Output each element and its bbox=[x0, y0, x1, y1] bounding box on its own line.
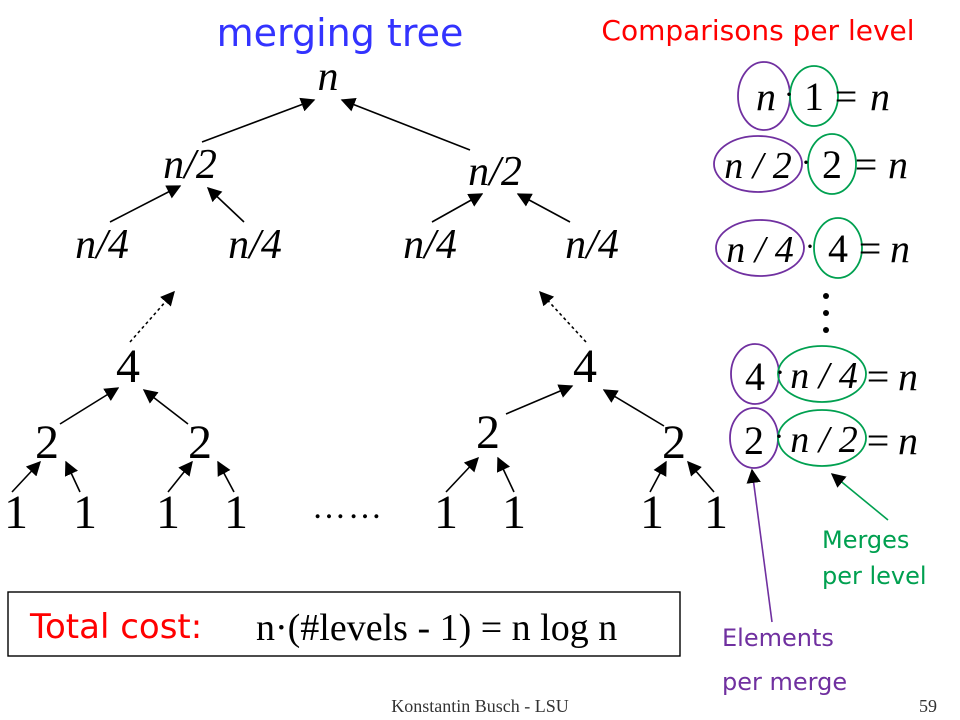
total-cost-formula: n·(#levels - 1) = n log n bbox=[256, 607, 617, 649]
tree-leaf-7: 1 bbox=[640, 486, 664, 539]
row3-elements: n / 4 bbox=[726, 229, 794, 271]
edge-dotted-right bbox=[539, 290, 587, 343]
slide-title: merging tree bbox=[217, 11, 464, 55]
edge-q4-to-half-right bbox=[516, 193, 571, 223]
tree-node-two-3: 2 bbox=[476, 406, 500, 459]
edge-leaf7-to-two4 bbox=[649, 460, 667, 493]
edge-leaf6-to-two3 bbox=[497, 456, 515, 493]
tree-leaf-3: 1 bbox=[156, 486, 180, 539]
merges-ellipse-row3 bbox=[813, 217, 863, 279]
tree-node-n-quarter-3: n/4 bbox=[403, 222, 457, 268]
tree-edges bbox=[11, 97, 715, 493]
row4-dot: · bbox=[775, 356, 785, 389]
edge-two3-to-four-right bbox=[505, 384, 574, 415]
edge-leaf1-to-two1 bbox=[11, 460, 41, 493]
edge-two2-to-four-left bbox=[142, 389, 189, 425]
vdot-3 bbox=[823, 327, 829, 333]
row2-result: n bbox=[888, 142, 908, 187]
tree-node-four-right: 4 bbox=[573, 340, 597, 393]
total-cost-box bbox=[7, 591, 681, 657]
tree-node-n-half-right: n/2 bbox=[468, 149, 522, 195]
total-cost-label: Total cost: bbox=[29, 607, 202, 647]
elements-per-merge-arrow bbox=[746, 468, 773, 623]
merges-ellipse-row2 bbox=[807, 133, 857, 195]
vdot-2 bbox=[823, 310, 829, 316]
edge-left-to-root bbox=[201, 97, 316, 143]
merges-ellipse-row5 bbox=[777, 409, 867, 467]
merges-ellipse-row1 bbox=[789, 65, 839, 127]
merges-per-level-label-line2: per level bbox=[822, 562, 927, 590]
tree-node-n-quarter-2: n/4 bbox=[228, 222, 282, 268]
row4-result: n bbox=[898, 354, 918, 399]
tree-leaf-8: 1 bbox=[704, 486, 728, 539]
comparisons-column: n · 1 = n n / 2 · 2 = n n / 4 · 4 = n 4 … bbox=[713, 61, 918, 469]
row4-equals: = bbox=[867, 354, 890, 399]
merges-ellipse-row4 bbox=[777, 345, 867, 403]
row4-elements: 4 bbox=[745, 354, 765, 399]
tree-node-n-half-left: n/2 bbox=[163, 142, 217, 188]
merges-per-level-label-line1: Merges bbox=[822, 526, 909, 554]
edge-leaf8-to-two4 bbox=[687, 460, 715, 493]
tree-leaf-5: 1 bbox=[434, 486, 458, 539]
edge-leaf4-to-two2 bbox=[217, 460, 235, 493]
tree-node-n-quarter-1: n/4 bbox=[75, 222, 129, 268]
elements-per-merge-label-line1: Elements bbox=[722, 624, 834, 652]
row3-result: n bbox=[890, 226, 910, 271]
edge-two4-to-four-right bbox=[602, 389, 665, 427]
elements-ellipse-row3 bbox=[715, 219, 805, 277]
edge-leaf5-to-two3 bbox=[445, 456, 479, 493]
tree-node-four-left: 4 bbox=[116, 340, 140, 393]
edge-dotted-left bbox=[129, 290, 175, 343]
row3-equals: = bbox=[859, 226, 882, 271]
row2-elements: n / 2 bbox=[724, 145, 792, 187]
row1-merges: 1 bbox=[804, 74, 824, 119]
tree-root-node: n bbox=[318, 54, 339, 100]
row1-dot: · bbox=[784, 78, 794, 111]
row5-merges: n / 2 bbox=[790, 419, 858, 461]
tree-node-two-1: 2 bbox=[35, 416, 59, 469]
tree-ellipsis: …… bbox=[312, 489, 384, 526]
edge-right-to-root bbox=[340, 98, 471, 151]
row2-merges: 2 bbox=[822, 142, 842, 187]
row1-elements: n bbox=[756, 74, 776, 119]
row4-merges: n / 4 bbox=[790, 355, 858, 397]
edge-leaf2-to-two1 bbox=[64, 460, 81, 493]
elements-per-merge-label-line2: per merge bbox=[722, 668, 847, 696]
row3-merges: 4 bbox=[828, 226, 848, 271]
footer-page-number: 59 bbox=[919, 696, 937, 716]
tree-node-two-2: 2 bbox=[188, 416, 212, 469]
elements-ellipse-row2 bbox=[713, 135, 803, 193]
edge-q1-to-half-left bbox=[109, 185, 182, 223]
merges-per-level-arrow bbox=[830, 473, 889, 521]
vdot-1 bbox=[823, 293, 829, 299]
row5-equals: = bbox=[867, 418, 890, 463]
tree-leaf-4: 1 bbox=[224, 486, 248, 539]
row2-equals: = bbox=[855, 142, 878, 187]
tree-leaf-1: 1 bbox=[4, 486, 28, 539]
tree-node-two-4: 2 bbox=[662, 416, 686, 469]
edge-two1-to-four-left bbox=[59, 387, 120, 425]
edge-q2-to-half-left bbox=[206, 187, 245, 223]
edge-q3-to-half-right bbox=[431, 193, 484, 223]
row5-result: n bbox=[898, 418, 918, 463]
edge-leaf3-to-two2 bbox=[167, 460, 193, 493]
row2-dot: · bbox=[801, 146, 811, 179]
tree-node-n-quarter-4: n/4 bbox=[565, 222, 619, 268]
tree-leaf-2: 1 bbox=[73, 486, 97, 539]
comparisons-header: Comparisons per level bbox=[601, 14, 914, 47]
row5-elements: 2 bbox=[744, 418, 764, 463]
row1-result: n bbox=[870, 74, 890, 119]
row3-dot: · bbox=[805, 230, 815, 263]
footer-author: Konstantin Busch - LSU bbox=[391, 696, 569, 716]
elements-ellipse-row4 bbox=[730, 343, 780, 405]
tree-leaf-6: 1 bbox=[502, 486, 526, 539]
row1-equals: = bbox=[835, 74, 858, 119]
row5-dot: · bbox=[774, 420, 784, 453]
